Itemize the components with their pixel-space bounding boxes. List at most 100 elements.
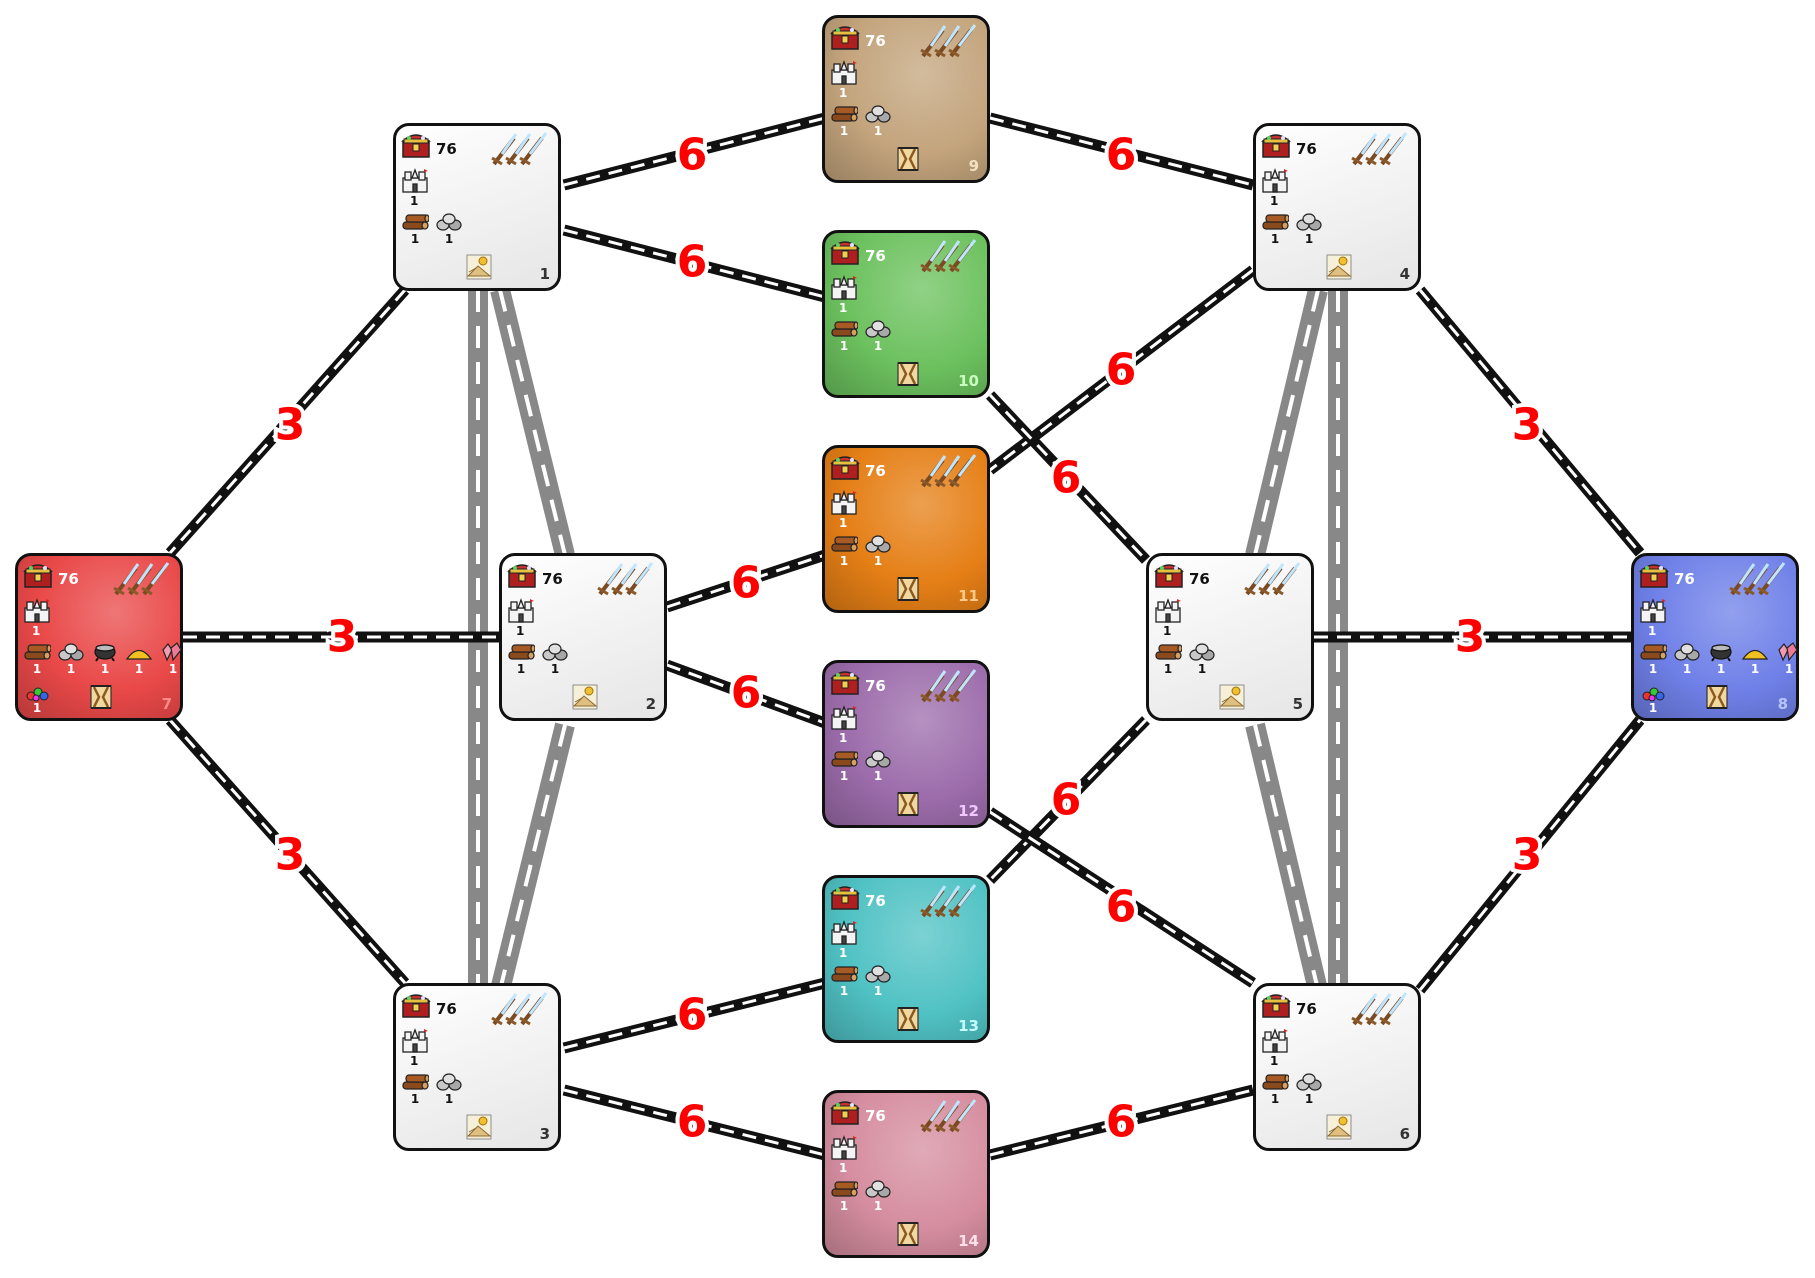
- castle-count: 1: [1270, 194, 1279, 208]
- guards-swords-icon: [491, 992, 548, 1026]
- town-castle-icon: [831, 1135, 857, 1160]
- castle-count: 1: [839, 731, 848, 745]
- zone-number: 7: [161, 695, 172, 713]
- resource-value: 1: [839, 1199, 849, 1213]
- ore-rocks-icon: [1296, 1073, 1322, 1091]
- resource-ore: 1: [1295, 212, 1323, 247]
- resource-gems: 1: [1639, 686, 1667, 715]
- treasure-value: 76: [865, 32, 886, 50]
- resource-value: 1: [873, 984, 883, 998]
- treasure-chest-icon: [830, 1101, 860, 1125]
- resource-value: 1: [873, 339, 883, 353]
- resource-wood: 1: [830, 964, 858, 999]
- zone-number: 4: [1399, 265, 1410, 283]
- treasure-value: 76: [1296, 140, 1317, 158]
- edge-label-4-8: 3: [1512, 400, 1543, 451]
- guards-swords-icon: [920, 24, 977, 58]
- wood-logs-icon: [831, 751, 858, 767]
- crystal-icon: [162, 642, 182, 662]
- mercury-cauldron-icon: [94, 644, 116, 662]
- wood-logs-icon: [1262, 214, 1289, 230]
- resource-crystal: 1: [1775, 642, 1803, 677]
- ore-rocks-icon: [865, 320, 891, 338]
- wood-logs-icon: [1640, 644, 1667, 660]
- resource-ore: 1: [864, 534, 892, 569]
- ore-rocks-icon: [865, 965, 891, 983]
- treasure-chest-icon: [1154, 564, 1184, 588]
- wood-logs-icon: [831, 321, 858, 337]
- treasure-chest-icon: [1639, 564, 1669, 588]
- treasure-value: 76: [865, 462, 886, 480]
- guards-swords-icon: [597, 562, 654, 596]
- wood-terrain-icon: [897, 1222, 919, 1246]
- resource-gems: 1: [23, 686, 51, 715]
- ore-rocks-icon: [1189, 643, 1215, 661]
- castle-count: 1: [516, 624, 525, 638]
- ore-rocks-icon: [436, 213, 462, 231]
- resource-value: 1: [1270, 1092, 1280, 1106]
- treasure-value: 76: [58, 570, 79, 588]
- ore-rocks-icon: [1296, 213, 1322, 231]
- resource-value: 1: [1648, 662, 1658, 676]
- resource-value: 1: [1304, 232, 1314, 246]
- resource-ore: 1: [435, 1072, 463, 1107]
- castle-count: 1: [839, 946, 848, 960]
- road-5-13: [986, 716, 1150, 884]
- edge-label-7-2: 3: [327, 612, 358, 663]
- castle-count: 1: [839, 1161, 848, 1175]
- treasure-chest-icon: [23, 564, 53, 588]
- edge-label-12-6: 6: [1106, 882, 1137, 933]
- wood-logs-icon: [831, 1181, 858, 1197]
- resource-value: 1: [839, 339, 849, 353]
- resource-mercury: 1: [91, 642, 119, 677]
- edge-label-9-4: 6: [1106, 130, 1137, 181]
- wood-terrain-icon: [897, 362, 919, 386]
- zone-number: 9: [968, 157, 979, 175]
- resource-ore: 1: [1295, 1072, 1323, 1107]
- resource-value: 1: [1648, 701, 1658, 715]
- wood-logs-icon: [402, 1074, 429, 1090]
- resource-value: 1: [873, 769, 883, 783]
- zone-number: 1: [539, 265, 550, 283]
- treasure-value: 76: [1189, 570, 1210, 588]
- guards-swords-icon: [920, 884, 977, 918]
- zone-number: 3: [539, 1125, 550, 1143]
- resource-value: 1: [410, 232, 420, 246]
- treasure-value: 76: [436, 1000, 457, 1018]
- treasure-value: 76: [542, 570, 563, 588]
- guards-swords-icon: [491, 132, 548, 166]
- resource-wood: 1: [1154, 642, 1182, 677]
- treasure-chest-icon: [830, 241, 860, 265]
- resource-ore: 1: [435, 212, 463, 247]
- resource-ore: 1: [864, 319, 892, 354]
- wood-terrain-icon: [90, 685, 112, 709]
- wood-logs-icon: [1155, 644, 1182, 660]
- edge-label-1-9: 6: [677, 130, 708, 181]
- town-castle-icon: [831, 920, 857, 945]
- guards-swords-icon: [1351, 992, 1408, 1026]
- desert-terrain-icon: [1326, 1114, 1352, 1140]
- castle-count: 1: [1163, 624, 1172, 638]
- resource-sulfur: 1: [125, 642, 153, 677]
- treasure-value: 76: [1296, 1000, 1317, 1018]
- desert-terrain-icon: [572, 684, 598, 710]
- resource-mercury: 1: [1707, 642, 1735, 677]
- resource-wood: 1: [830, 104, 858, 139]
